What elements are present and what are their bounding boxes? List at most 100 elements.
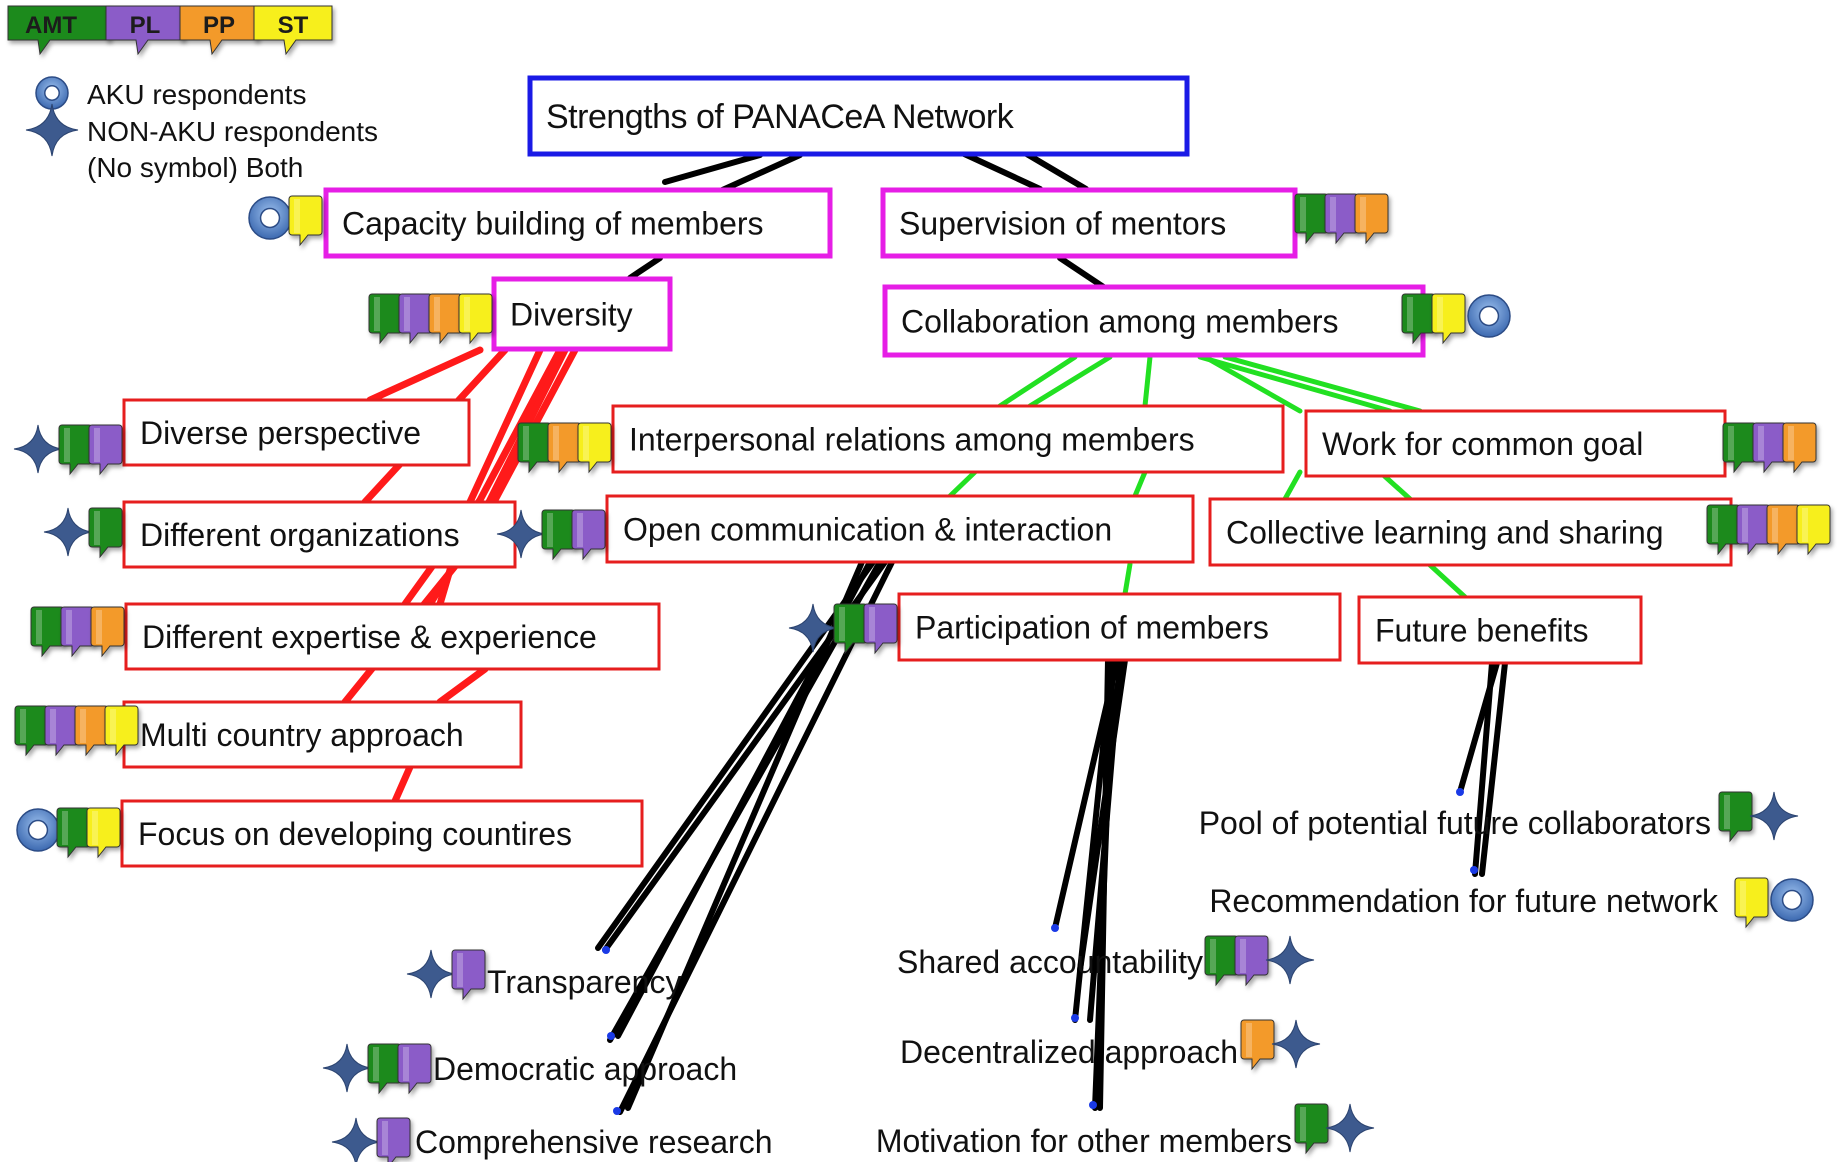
star-icon (1749, 791, 1799, 841)
leaf-label: Motivation for other members (876, 1123, 1292, 1159)
legend-symbol-label: (No symbol) Both (87, 152, 303, 183)
node-diversity: Diversity (368, 276, 673, 352)
edge-collaboration-to-common (1197, 354, 1393, 414)
category-tag-icon (30, 606, 65, 658)
category-tag-icon (44, 705, 79, 757)
legend-tag-label: AMT (25, 12, 77, 39)
end-dot (1456, 788, 1464, 796)
category-tag-icon (1766, 504, 1801, 556)
category-tag-icon (74, 705, 109, 757)
edge-future-to-recommendation (1472, 660, 1495, 877)
connector-lines (341, 147, 1508, 1115)
leaf-transparency: Transparency (406, 949, 681, 1001)
legend-symbol-row: AKU respondents (35, 76, 306, 110)
leaf-comprehensive: Comprehensive research (331, 1117, 773, 1162)
node-orgs: Different organizations (43, 500, 517, 569)
legend-tag-label: ST (278, 12, 309, 39)
node-collaboration: Collaboration among members (882, 284, 1511, 358)
end-dot (1470, 866, 1478, 874)
leaf-motivation: Motivation for other members (876, 1103, 1375, 1159)
leaf-pool: Pool of potential future collaborators (1199, 791, 1799, 843)
node-diverse: Diverse perspective (13, 398, 471, 476)
category-tag-icon (1240, 1019, 1275, 1071)
category-tag-icon (60, 606, 95, 658)
category-tag-icon (1782, 422, 1817, 474)
category-tag-icon (1294, 193, 1329, 245)
category-tag-icon (86, 807, 121, 859)
category-tag-icon (577, 422, 612, 474)
node-box (122, 700, 523, 769)
node-box (122, 500, 517, 569)
category-tag-icon (1294, 1103, 1329, 1155)
node-box (1208, 497, 1733, 567)
legend-tag-amt: AMT (7, 5, 111, 56)
node-label: Interpersonal relations among members (629, 422, 1195, 458)
end-dot (607, 1032, 615, 1040)
edge-diversity-to-diverse (366, 346, 484, 404)
legend-symbol-label: AKU respondents (87, 79, 306, 110)
category-tag-icon (1722, 422, 1757, 474)
node-label: Future benefits (1375, 613, 1588, 649)
edge-collaboration-to-open (1132, 469, 1148, 499)
node-capacity: Capacity building of members (248, 187, 833, 259)
end-dot (602, 946, 610, 954)
leaf-label: Shared accountability (897, 944, 1203, 980)
node-open: Open communication & interaction (496, 494, 1195, 564)
edge-collaboration-to-open (947, 469, 978, 499)
category-tag-icon (367, 1043, 402, 1095)
category-tag-icon (56, 807, 91, 859)
edge-collaboration-to-future (1427, 562, 1468, 600)
category-tag-icon (517, 422, 552, 474)
star-icon (43, 507, 93, 557)
leaf-democratic: Democratic approach (322, 1043, 737, 1095)
category-tag-icon (88, 424, 123, 476)
edge-root-to-supervision (957, 149, 1043, 192)
node-label: Open communication & interaction (623, 512, 1112, 548)
category-tag-icon (1796, 504, 1831, 556)
node-box (120, 799, 644, 868)
ring-icon (1770, 878, 1814, 922)
leaf-label: Democratic approach (433, 1051, 737, 1087)
ring-icon (16, 808, 60, 852)
leaf-recommendation: Recommendation for future network (1209, 877, 1814, 929)
node-box (491, 276, 673, 352)
category-tag-icon (863, 603, 898, 655)
legend-symbol-row: NON-AKU respondents (25, 103, 378, 157)
category-tag-icon (1324, 193, 1359, 245)
node-box (882, 284, 1426, 358)
star-icon (322, 1043, 372, 1093)
legend-symbol-row: (No symbol) Both (87, 152, 303, 183)
end-dot (1089, 1101, 1097, 1109)
node-interpersonal: Interpersonal relations among members (517, 404, 1285, 474)
star-icon (496, 509, 546, 559)
category-tag-icon (541, 509, 576, 561)
star-icon (1271, 1019, 1321, 1069)
node-label: Capacity building of members (342, 206, 764, 242)
category-tag-icon (14, 705, 49, 757)
category-tag-icon (398, 293, 433, 345)
ring-icon (35, 76, 69, 110)
node-box (1304, 409, 1727, 478)
end-dot (1051, 924, 1059, 932)
star-icon (1265, 935, 1315, 985)
edge-collaboration-to-participation (1122, 561, 1133, 597)
category-tag-icon (1736, 504, 1771, 556)
node-label: Diversity (510, 297, 633, 333)
node-box (605, 494, 1195, 564)
node-box (323, 187, 833, 259)
edge-capacity-to-diversity (627, 255, 663, 281)
node-label: Collective learning and sharing (1226, 515, 1664, 551)
node-label: Supervision of mentors (899, 206, 1226, 242)
node-root: Strengths of PANACeA Network (527, 75, 1190, 157)
node-box (880, 187, 1298, 259)
edge-future-to-recommendation (1479, 660, 1508, 877)
category-tag-icon (1354, 193, 1389, 245)
category-tag-icon (1752, 422, 1787, 474)
star-icon (1325, 1103, 1375, 1153)
node-box (122, 398, 471, 467)
line-end-dots (602, 788, 1478, 1115)
legend-tag-label: PL (130, 12, 161, 39)
node-box (897, 592, 1342, 662)
